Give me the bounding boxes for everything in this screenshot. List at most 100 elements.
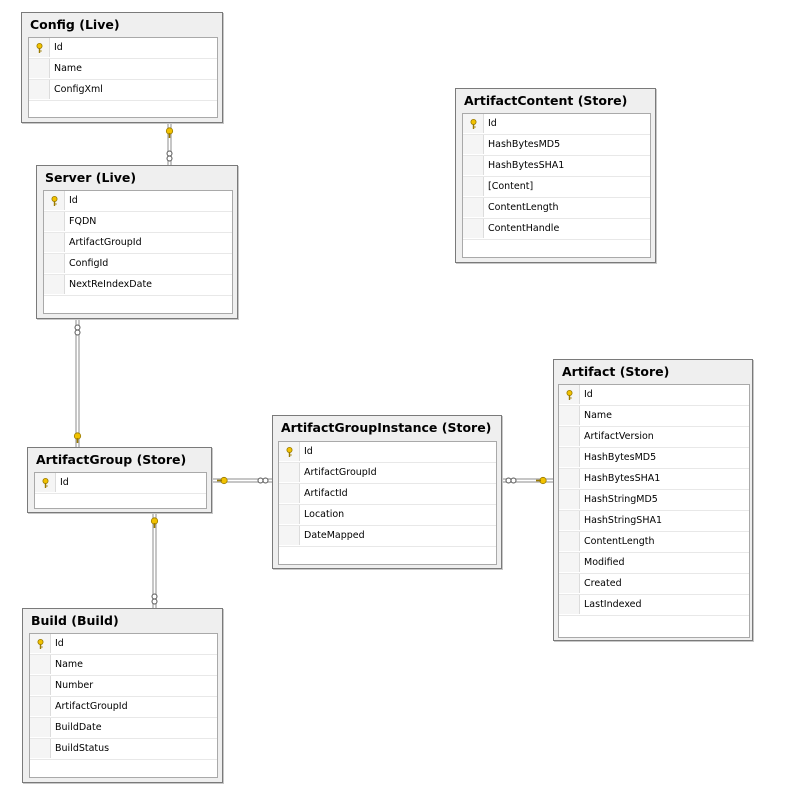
row-selector[interactable] — [30, 676, 51, 695]
column-row[interactable]: Modified — [559, 553, 749, 574]
column-row[interactable]: Id — [463, 114, 650, 135]
column-row[interactable]: Id — [35, 473, 206, 494]
row-selector[interactable] — [44, 254, 65, 273]
column-row[interactable]: Name — [559, 406, 749, 427]
row-selector[interactable] — [279, 463, 300, 482]
row-selector[interactable] — [559, 532, 580, 551]
row-selector[interactable] — [463, 219, 484, 238]
column-name: ArtifactGroupId — [55, 701, 128, 712]
column-name: HashBytesSHA1 — [584, 473, 661, 484]
column-row[interactable]: [Content] — [463, 177, 650, 198]
row-selector[interactable] — [279, 526, 300, 545]
column-name: BuildDate — [55, 722, 102, 733]
column-row[interactable]: Location — [279, 505, 496, 526]
column-name: Name — [584, 410, 613, 421]
column-row[interactable]: HashStringMD5 — [559, 490, 749, 511]
row-selector[interactable] — [29, 38, 50, 57]
column-name: NextReIndexDate — [69, 279, 153, 290]
column-row[interactable]: BuildDate — [30, 718, 217, 739]
column-name: Name — [55, 659, 84, 670]
column-row[interactable]: Id — [279, 442, 496, 463]
column-name: Id — [304, 446, 313, 457]
row-selector[interactable] — [44, 212, 65, 231]
row-selector[interactable] — [559, 490, 580, 509]
row-selector[interactable] — [30, 655, 51, 674]
row-selector[interactable] — [44, 191, 65, 210]
row-selector[interactable] — [559, 595, 580, 614]
relationship-config-server[interactable] — [165, 123, 174, 165]
column-row[interactable]: ArtifactVersion — [559, 427, 749, 448]
row-selector[interactable] — [44, 233, 65, 252]
row-selector[interactable] — [559, 511, 580, 530]
column-row[interactable]: ArtifactGroupId — [44, 233, 232, 254]
row-selector[interactable] — [559, 448, 580, 467]
column-row[interactable]: Id — [44, 191, 232, 212]
row-selector[interactable] — [30, 718, 51, 737]
table-artifact-group[interactable]: ArtifactGroup (Store) Id — [27, 447, 212, 513]
column-row[interactable]: ConfigXml — [29, 80, 217, 101]
row-selector[interactable] — [29, 59, 50, 78]
row-selector[interactable] — [30, 634, 51, 653]
column-row[interactable]: ArtifactId — [279, 484, 496, 505]
column-row[interactable]: DateMapped — [279, 526, 496, 547]
row-selector[interactable] — [463, 177, 484, 196]
column-row[interactable]: ArtifactGroupId — [30, 697, 217, 718]
key-icon — [73, 432, 82, 443]
row-selector[interactable] — [463, 114, 484, 133]
column-row[interactable]: ConfigId — [44, 254, 232, 275]
column-row[interactable]: Id — [30, 634, 217, 655]
column-name: Id — [69, 195, 78, 206]
row-selector[interactable] — [463, 156, 484, 175]
relationship-server-artifactgroup[interactable] — [73, 319, 82, 447]
column-row[interactable]: Created — [559, 574, 749, 595]
row-selector[interactable] — [559, 574, 580, 593]
column-row[interactable]: NextReIndexDate — [44, 275, 232, 296]
row-selector[interactable] — [30, 697, 51, 716]
column-row[interactable]: ContentLength — [559, 532, 749, 553]
column-row[interactable]: FQDN — [44, 212, 232, 233]
row-selector[interactable] — [559, 553, 580, 572]
row-selector[interactable] — [44, 275, 65, 294]
column-row[interactable]: HashBytesSHA1 — [463, 156, 650, 177]
column-row[interactable]: Name — [30, 655, 217, 676]
row-selector[interactable] — [559, 469, 580, 488]
relationship-instance-artifact[interactable] — [502, 476, 553, 485]
relationship-artifactgroup-instance[interactable] — [212, 476, 272, 485]
column-row[interactable]: Number — [30, 676, 217, 697]
column-row[interactable]: HashBytesSHA1 — [559, 469, 749, 490]
row-selector[interactable] — [279, 442, 300, 461]
column-row[interactable]: HashStringSHA1 — [559, 511, 749, 532]
column-name: Id — [488, 118, 497, 129]
column-row[interactable]: HashBytesMD5 — [463, 135, 650, 156]
column-row[interactable]: BuildStatus — [30, 739, 217, 760]
row-selector[interactable] — [559, 406, 580, 425]
row-selector[interactable] — [559, 427, 580, 446]
column-row[interactable]: LastIndexed — [559, 595, 749, 616]
row-selector[interactable] — [463, 135, 484, 154]
table-title: ArtifactContent (Store) — [464, 93, 628, 108]
infinity-icon — [151, 593, 158, 605]
column-row[interactable]: ContentLength — [463, 198, 650, 219]
relationship-artifactgroup-build[interactable] — [150, 513, 159, 608]
row-selector[interactable] — [463, 198, 484, 217]
row-selector[interactable] — [559, 385, 580, 404]
row-selector[interactable] — [29, 80, 50, 99]
column-row[interactable]: ContentHandle — [463, 219, 650, 240]
column-name: HashBytesMD5 — [584, 452, 657, 463]
column-row[interactable]: Id — [559, 385, 749, 406]
row-selector[interactable] — [35, 473, 56, 492]
row-selector[interactable] — [30, 739, 51, 758]
row-selector[interactable] — [279, 505, 300, 524]
column-row[interactable]: ArtifactGroupId — [279, 463, 496, 484]
column-row[interactable]: Name — [29, 59, 217, 80]
column-row[interactable]: HashBytesMD5 — [559, 448, 749, 469]
column-row[interactable]: Id — [29, 38, 217, 59]
row-selector[interactable] — [279, 484, 300, 503]
